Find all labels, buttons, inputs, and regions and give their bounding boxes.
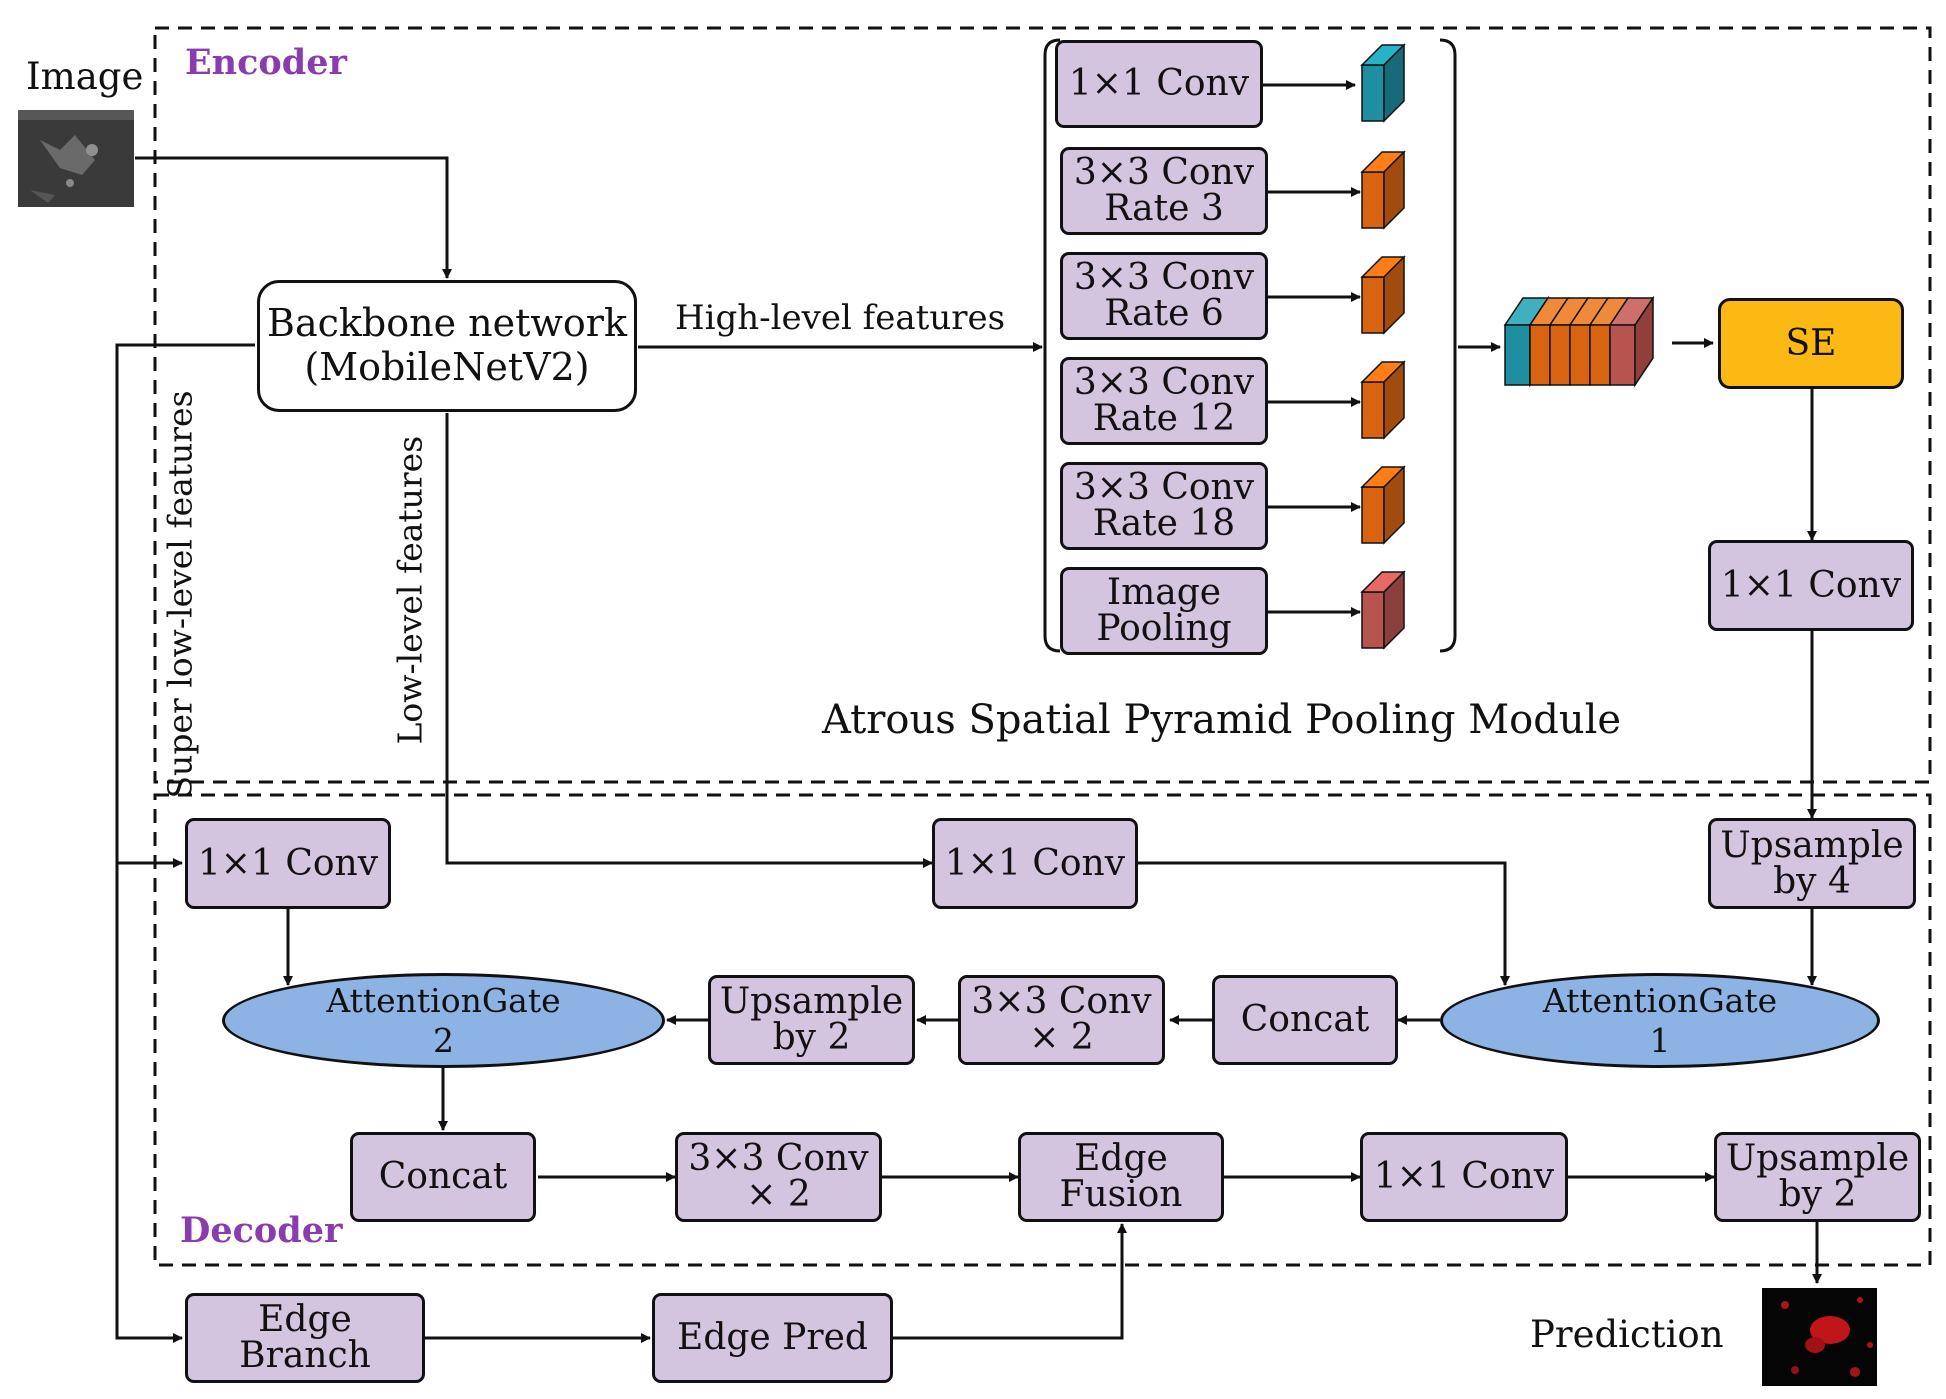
wire-super-low [115, 343, 255, 1343]
aspp-caption: Atrous Spatial Pyramid Pooling Module [822, 697, 1622, 743]
aspp-feature-cubes [1360, 43, 1406, 650]
decoder-label: Decoder [180, 1210, 343, 1251]
conv3x3-bottom-line2: × 2 [746, 1174, 811, 1215]
upsample-by-2-top: Upsample by 2 [708, 975, 915, 1065]
conv-super-low-label: 1×1 Conv [197, 842, 379, 884]
wire-image-backbone [135, 156, 452, 279]
backbone-block: Backbone network (MobileNetV2) [257, 280, 637, 412]
aspp-branch-2-line2: Rate 3 [1104, 188, 1224, 229]
edge-branch: Edge Branch [185, 1293, 425, 1383]
aspp-branch-rate3: 3×3 Conv Rate 3 [1060, 147, 1268, 235]
edge-fusion-line2: Fusion [1059, 1174, 1183, 1215]
wire-low-level [445, 413, 933, 868]
concat-top: Concat [1212, 975, 1398, 1065]
upsample-by-2-final: Upsample by 2 [1714, 1132, 1921, 1222]
backbone-title: Backbone network [267, 301, 627, 346]
conv3x3-top-line2: × 2 [1029, 1017, 1094, 1058]
aspp-cube-6 [1360, 570, 1406, 650]
edge-fusion: Edge Fusion [1018, 1132, 1224, 1222]
aspp-branch-5-line1: 3×3 Conv [1073, 467, 1255, 508]
aspp-bracket-left [1043, 38, 1061, 653]
aspp-branch-4-line2: Rate 12 [1092, 398, 1236, 439]
aspp-cube-1 [1360, 43, 1406, 123]
conv-low-level: 1×1 Conv [932, 818, 1138, 909]
se-label: SE [1785, 322, 1837, 364]
aspp-branch-5-line2: Rate 18 [1092, 503, 1236, 544]
attention-gate-2: AttentionGate 2 [222, 973, 665, 1068]
decoder-region [153, 793, 1932, 1267]
upsample-by-2-top-line2: by 2 [772, 1017, 851, 1058]
aspp-bracket-right [1439, 38, 1457, 653]
wire-edgepred-fusion [893, 1223, 1127, 1340]
backbone-subtitle: (MobileNetV2) [304, 345, 590, 389]
upsample-by-2-top-line1: Upsample [719, 981, 904, 1022]
upsample-by-2-final-line1: Upsample [1725, 1138, 1910, 1179]
encoder-region [153, 26, 1932, 784]
edge-pred-label: Edge Pred [677, 1317, 868, 1358]
se-block: SE [1718, 298, 1904, 389]
attention-gate-1-line1: AttentionGate [1542, 980, 1778, 1020]
encoder-label: Encoder [185, 42, 347, 83]
aspp-cube-3 [1360, 255, 1406, 335]
conv3x3-bottom: 3×3 Conv × 2 [675, 1132, 882, 1222]
concat-top-label: Concat [1240, 999, 1370, 1040]
upsample-by-2-final-line2: by 2 [1778, 1174, 1857, 1215]
conv3x3-bottom-line1: 3×3 Conv [688, 1138, 869, 1179]
conv3x3-top-line1: 3×3 Conv [971, 981, 1152, 1022]
aspp-branch-6-line1: Image [1106, 572, 1222, 613]
upsample-by-4-line2: by 4 [1773, 860, 1851, 902]
super-low-level-label: Super low-level features [160, 390, 200, 799]
aspp-cube-2 [1360, 150, 1406, 230]
aspp-branch-4-line1: 3×3 Conv [1073, 362, 1255, 403]
concat-bottom: Concat [350, 1132, 536, 1222]
attention-gate-2-line1: AttentionGate [326, 980, 561, 1020]
conv3x3-top: 3×3 Conv × 2 [958, 975, 1165, 1065]
edge-branch-label: Edge Branch [239, 1299, 371, 1376]
wire-convlow-gate1 [1138, 861, 1510, 986]
aspp-branch-rate18: 3×3 Conv Rate 18 [1060, 462, 1268, 550]
aspp-branch-1x1: 1×1 Conv [1055, 40, 1263, 128]
input-image-thumbnail [18, 110, 134, 207]
high-level-label: High-level features [675, 298, 1006, 338]
edge-fusion-line1: Edge [1074, 1138, 1168, 1179]
concat-stack [1503, 295, 1655, 388]
aspp-cube-5 [1360, 465, 1406, 545]
edge-pred: Edge Pred [652, 1293, 893, 1383]
upsample-by-4: Upsample by 4 [1708, 818, 1916, 909]
upsample-by-4-line1: Upsample [1720, 824, 1904, 866]
concat-bottom-label: Concat [378, 1156, 508, 1197]
low-level-label: Low-level features [390, 435, 430, 745]
aspp-branch-1-label: 1×1 Conv [1068, 63, 1250, 104]
aspp-branch-3-line2: Rate 6 [1104, 293, 1224, 334]
attention-gate-2-line2: 2 [433, 1020, 454, 1060]
aspp-branch-6-line2: Pooling [1096, 608, 1232, 649]
input-label: Image [26, 55, 144, 98]
aspp-branch-pooling: Image Pooling [1060, 567, 1268, 655]
conv-final-label: 1×1 Conv [1373, 1156, 1555, 1197]
aspp-branch-rate12: 3×3 Conv Rate 12 [1060, 357, 1268, 445]
conv-after-se: 1×1 Conv [1708, 540, 1914, 631]
conv-after-se-label: 1×1 Conv [1720, 564, 1902, 606]
prediction-label: Prediction [1530, 1313, 1724, 1356]
aspp-branch-3-line1: 3×3 Conv [1073, 257, 1255, 298]
aspp-branch-2-line1: 3×3 Conv [1073, 152, 1255, 193]
attention-gate-1: AttentionGate 1 [1440, 973, 1880, 1068]
prediction-thumbnail [1762, 1288, 1877, 1386]
aspp-cube-4 [1360, 360, 1406, 440]
aspp-branch-rate6: 3×3 Conv Rate 6 [1060, 252, 1268, 340]
attention-gate-1-line2: 1 [1649, 1020, 1671, 1060]
conv-super-low: 1×1 Conv [185, 818, 391, 909]
conv-low-level-label: 1×1 Conv [944, 842, 1126, 884]
conv-final: 1×1 Conv [1360, 1132, 1568, 1222]
